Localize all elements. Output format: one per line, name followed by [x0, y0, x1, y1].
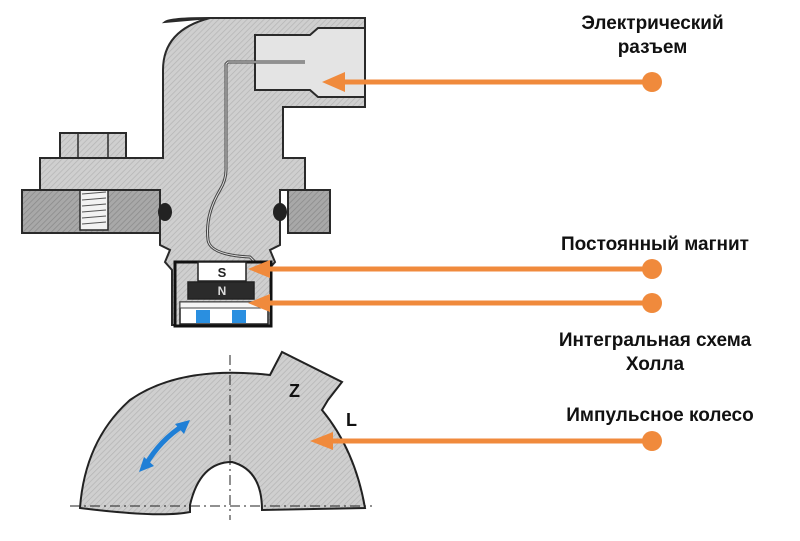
magnet-north-pole: [187, 281, 255, 300]
pulse-wheel: [70, 350, 372, 520]
label-permanent-magnet: Постоянный магнит: [561, 234, 749, 255]
label-electrical-connector: Электрический разъем: [540, 12, 765, 60]
magnet-south-pole: [197, 261, 247, 282]
leader-connector: [322, 72, 662, 92]
rotation-arrow-icon: [139, 420, 190, 472]
leader-hall-ic: [248, 293, 662, 313]
north-pole-label: N: [218, 284, 227, 298]
label-hall-ic: Интегральная схема Холла: [510, 329, 800, 377]
leader-wheel: [310, 431, 662, 451]
label-connector-line2: разъем: [617, 37, 688, 58]
label-pulse-wheel: Импульсное колесо: [566, 405, 754, 426]
leader-magnet: [248, 259, 662, 279]
south-pole-label: S: [218, 265, 227, 280]
gap-label: L: [346, 410, 357, 430]
sensor-tip: [173, 260, 273, 328]
label-hall-ic-line2: Холла: [625, 354, 685, 375]
label-connector-line1: Электрический: [581, 13, 724, 34]
tooth-label: Z: [289, 381, 300, 401]
o-ring-seals: [158, 203, 287, 221]
label-hall-ic-line1: Интегральная схема: [558, 330, 752, 351]
